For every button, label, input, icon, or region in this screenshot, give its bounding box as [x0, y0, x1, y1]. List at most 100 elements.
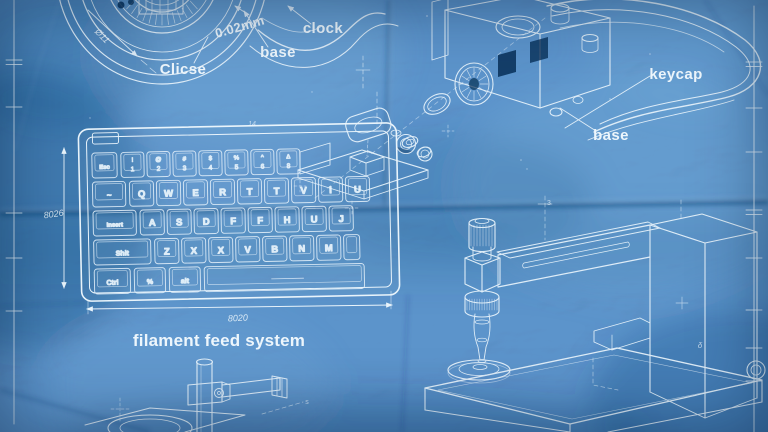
keyboard-key: I — [317, 176, 344, 203]
keyboard-key: T — [236, 178, 263, 205]
keyboard-key: $4 — [198, 149, 223, 177]
keyboard-key: Ctrl — [93, 267, 132, 295]
keycap-label: Insert — [107, 222, 123, 228]
keycap-label: J — [338, 214, 344, 225]
keycap-label: N — [298, 244, 305, 255]
keyboard-width-dim: 8020 — [228, 312, 249, 323]
keyboard-key: F — [220, 207, 246, 234]
keycap-label: Q — [138, 189, 146, 200]
keyboard-key: Insert — [92, 209, 137, 237]
keyboard-key: ^6 — [250, 148, 275, 176]
assembly-keycap-label: keycap — [649, 66, 702, 83]
keyboard-key: X — [181, 237, 207, 264]
feed-machine-drawing — [424, 195, 766, 432]
small-press-drawing — [84, 358, 304, 432]
keycap-label: alt — [181, 278, 190, 285]
keyboard-key: %5 — [224, 149, 249, 176]
keyboard-key: S — [166, 208, 192, 235]
dial-base-label: base — [260, 44, 296, 61]
keycap-digit: 6 — [261, 163, 265, 170]
keycap-label: A — [149, 218, 156, 229]
keycap-digit: 4 — [209, 165, 213, 172]
keyboard-key: D — [193, 208, 219, 235]
keycap-label: ~ — [107, 191, 112, 200]
keycap-label: F — [257, 216, 263, 227]
dial-clock-label: clock — [303, 20, 344, 37]
keycap-digit: 8 — [287, 163, 291, 170]
keycap-symbol: @ — [155, 157, 161, 163]
dial-close-label: Clicse — [160, 61, 207, 78]
keycap-label: V — [300, 186, 307, 197]
keyboard-key: Q — [128, 180, 155, 207]
keyboard-key: V — [290, 177, 317, 204]
keyboard-key: H — [274, 206, 300, 233]
knob-ribs — [470, 224, 493, 247]
keycap-label: Ctrl — [106, 280, 118, 287]
keycap-label: W — [164, 188, 173, 199]
keycap-label: T — [247, 187, 253, 198]
keycap-digit: 5 — [235, 164, 239, 171]
keycap-symbol: % — [234, 155, 240, 161]
switch-assembly-drawing — [293, 0, 762, 216]
keyboard-key: alt — [168, 266, 202, 293]
keyboard-key: F — [247, 206, 273, 234]
keycap-label: E — [192, 188, 199, 199]
keyboard-height-dim: 8026 — [43, 208, 64, 221]
machine-top-mark: 3 — [547, 200, 551, 207]
keycap-label: Shit — [116, 250, 130, 257]
keycap-symbol: Δ — [286, 154, 290, 160]
keyboard-key: X — [208, 236, 234, 264]
keycap-digit: 2 — [157, 166, 161, 173]
keyboard-key: N — [289, 235, 315, 262]
keycap-label: R — [219, 187, 226, 198]
keyboard-key: J — [328, 205, 354, 232]
paper-specks — [89, 15, 651, 170]
keyboard-key: A — [139, 209, 165, 236]
keycap-digit: 3 — [183, 165, 187, 172]
wheel-spokes — [459, 67, 489, 101]
keyboard-key: E — [182, 179, 209, 206]
keycap-label: M — [325, 243, 333, 254]
keycap-symbol: ! — [132, 158, 134, 164]
keycap-label: Z — [164, 246, 170, 257]
keyboard-key: !1 — [120, 151, 145, 178]
keycap-label: Esc — [99, 165, 110, 171]
keyboard-key: Δ8 — [276, 148, 301, 175]
keycap-label: X — [218, 245, 225, 256]
keyboard-key: % — [133, 267, 167, 294]
keycap-digit: 1 — [131, 166, 135, 173]
keycap-label: U — [311, 214, 318, 225]
keyboard-key: R — [209, 178, 236, 206]
keyboard-key: Z — [154, 237, 180, 265]
keycap-label: U — [354, 184, 361, 195]
keyboard-key: @2 — [146, 151, 171, 178]
keyboard-key: V — [235, 236, 261, 263]
keyboard-key: U — [301, 205, 327, 233]
keyboard-key — [203, 262, 366, 293]
keycap-symbol: ^ — [261, 155, 264, 161]
keycap-label: I — [329, 185, 332, 196]
keyboard-key: W — [155, 179, 182, 207]
keycap-label: F — [230, 216, 236, 227]
keyboard-key: Shit — [93, 238, 152, 266]
keycap-label: H — [284, 215, 291, 226]
rotary-dial-drawing — [59, 0, 399, 89]
keyboard-key: Esc — [91, 152, 118, 179]
keycap-label: B — [271, 244, 278, 255]
gear-ribs — [466, 298, 498, 311]
assembly-base-label: base — [593, 127, 629, 144]
dimension-width — [86, 290, 393, 315]
keyboard-key: T — [263, 177, 290, 204]
machine-side-mark: δ — [698, 341, 703, 350]
labels: Ø11 Clicse 0.02mm base clock keycap base… — [43, 12, 703, 406]
keycap-label: T — [274, 186, 280, 197]
keycap-label: % — [147, 279, 154, 286]
keycap-symbol: # — [183, 157, 187, 163]
keyboard-key: M — [316, 234, 342, 261]
keycap-label: D — [203, 217, 210, 228]
keyboard-key: #3 — [172, 150, 197, 177]
